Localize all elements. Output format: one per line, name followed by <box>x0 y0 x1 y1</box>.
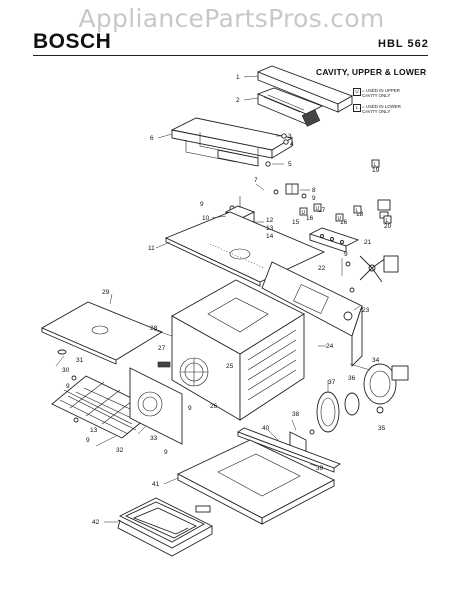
callout-7: 7 <box>254 177 258 184</box>
part-15-terminal-block <box>308 227 360 253</box>
badge-19-lower: L <box>374 162 377 168</box>
part-34-convection-motor <box>363 363 409 414</box>
section-title: CAVITY, UPPER & LOWER <box>316 67 427 77</box>
callout-38: 38 <box>292 411 300 418</box>
callout-13a: 13 <box>266 225 274 232</box>
callout-1: 1 <box>236 74 240 81</box>
callout-9c: 9 <box>344 251 348 258</box>
legend-upper-code: U <box>353 88 361 96</box>
cavity-badges: U U U L L L <box>299 159 392 224</box>
callout-numbers: 1 2 3 4 5 6 7 8 9 9 10 11 12 13 14 15 16… <box>62 74 392 526</box>
part-8-switch <box>285 183 307 199</box>
part-42-bake-element <box>117 497 213 557</box>
legend-upper-text: = USED IN UPPER CAVITY ONLY <box>362 88 400 98</box>
callout-9g: 9 <box>164 449 168 456</box>
legend-upper: U = USED IN UPPER CAVITY ONLY <box>353 88 410 98</box>
callout-27: 27 <box>158 345 166 352</box>
callout-14: 14 <box>266 233 274 240</box>
callout-4: 4 <box>290 141 294 148</box>
callout-11: 11 <box>148 245 155 252</box>
callout-17: 17 <box>318 207 326 214</box>
callout-23: 23 <box>362 307 370 314</box>
callout-40: 40 <box>262 425 270 432</box>
badge-20-lower: L <box>386 218 389 224</box>
callout-41: 41 <box>152 481 160 488</box>
badge-16-upper: U <box>302 210 306 216</box>
callout-19: 19 <box>372 167 380 174</box>
callout-18: 18 <box>356 211 364 218</box>
callout-30: 30 <box>62 367 70 374</box>
callout-22: 22 <box>318 265 326 272</box>
callout-37: 37 <box>328 379 336 386</box>
part-40-trim-rail <box>237 427 341 473</box>
legend-lower: L = USED IN LOWER CAVITY ONLY <box>353 104 410 114</box>
callout-16a: 16 <box>306 215 314 222</box>
part-11-top-plate <box>164 211 326 287</box>
callout-9e: 9 <box>188 405 192 412</box>
watermark: AppliancePartsPros.com <box>78 4 385 33</box>
callout-9b: 9 <box>200 201 204 208</box>
header-rule <box>33 55 428 56</box>
model-number: HBL 562 <box>378 38 429 50</box>
badge-17-upper: U <box>316 206 320 212</box>
badge-16b-upper: U <box>338 216 342 222</box>
callout-12: 12 <box>266 217 274 224</box>
callout-29: 29 <box>102 289 110 296</box>
callout-9d: 9 <box>66 383 70 390</box>
part-33-fan-cover <box>129 361 183 445</box>
callout-33: 33 <box>150 435 158 442</box>
part-19-20-relay <box>377 199 391 219</box>
part-2-control-module <box>256 87 324 127</box>
callout-25: 25 <box>226 363 234 370</box>
callout-6: 6 <box>150 135 154 142</box>
callout-35: 35 <box>378 425 386 432</box>
badge-18-lower: L <box>356 208 359 214</box>
callout-20: 20 <box>384 223 392 230</box>
part-1-top-trim <box>256 65 354 113</box>
callout-8: 8 <box>312 187 316 194</box>
callout-31: 31 <box>76 357 84 364</box>
callout-9f: 9 <box>86 437 90 444</box>
callout-10: 10 <box>202 215 210 222</box>
callout-28: 28 <box>150 325 158 332</box>
callout-13b: 13 <box>90 427 98 434</box>
part-24-rear-wall <box>261 261 363 368</box>
part-6-upper-duct <box>170 117 294 167</box>
callout-5: 5 <box>288 161 292 168</box>
brand-logo: BOSCH <box>33 30 112 53</box>
callout-2: 2 <box>236 97 240 104</box>
callout-26: 26 <box>210 403 218 410</box>
callout-21: 21 <box>364 239 372 246</box>
part-30-31-clips <box>57 349 77 381</box>
callout-42: 42 <box>92 519 100 526</box>
callout-16b: 16 <box>340 219 348 226</box>
part-36-37-gasket <box>316 391 360 433</box>
callout-15: 15 <box>292 219 300 226</box>
callout-32: 32 <box>116 447 124 454</box>
part-28-oven-cavity <box>171 279 305 421</box>
legend-lower-code: L <box>353 104 361 112</box>
callout-36: 36 <box>348 375 356 382</box>
legend-lower-text: = USED IN LOWER CAVITY ONLY <box>362 104 401 114</box>
callout-24: 24 <box>326 343 334 350</box>
part-21-convection-fan <box>345 255 399 293</box>
part-41-bottom-pan <box>176 439 336 525</box>
callout-34: 34 <box>372 357 380 364</box>
callout-9a: 9 <box>312 195 316 202</box>
callout-39: 39 <box>316 465 324 472</box>
part-29-bottom-plate <box>40 301 163 365</box>
leader-lines <box>55 75 371 523</box>
callout-3: 3 <box>288 133 292 140</box>
